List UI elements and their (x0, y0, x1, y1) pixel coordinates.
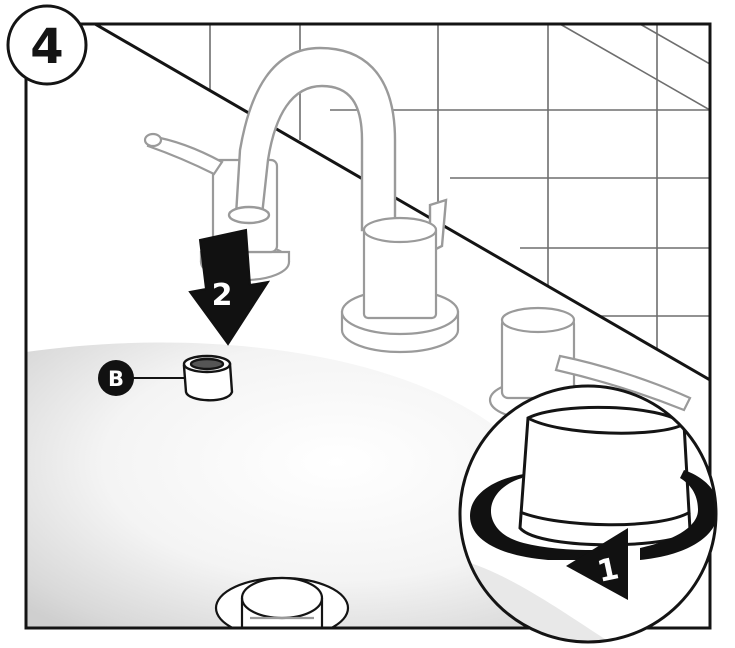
step-2-label: 2 (212, 278, 233, 313)
aerator-zoomed (520, 407, 690, 544)
step-badge: 4 (8, 6, 86, 84)
part-label-b: B (108, 367, 124, 391)
aerator-part-b (184, 356, 232, 400)
step-number: 4 (30, 19, 63, 75)
